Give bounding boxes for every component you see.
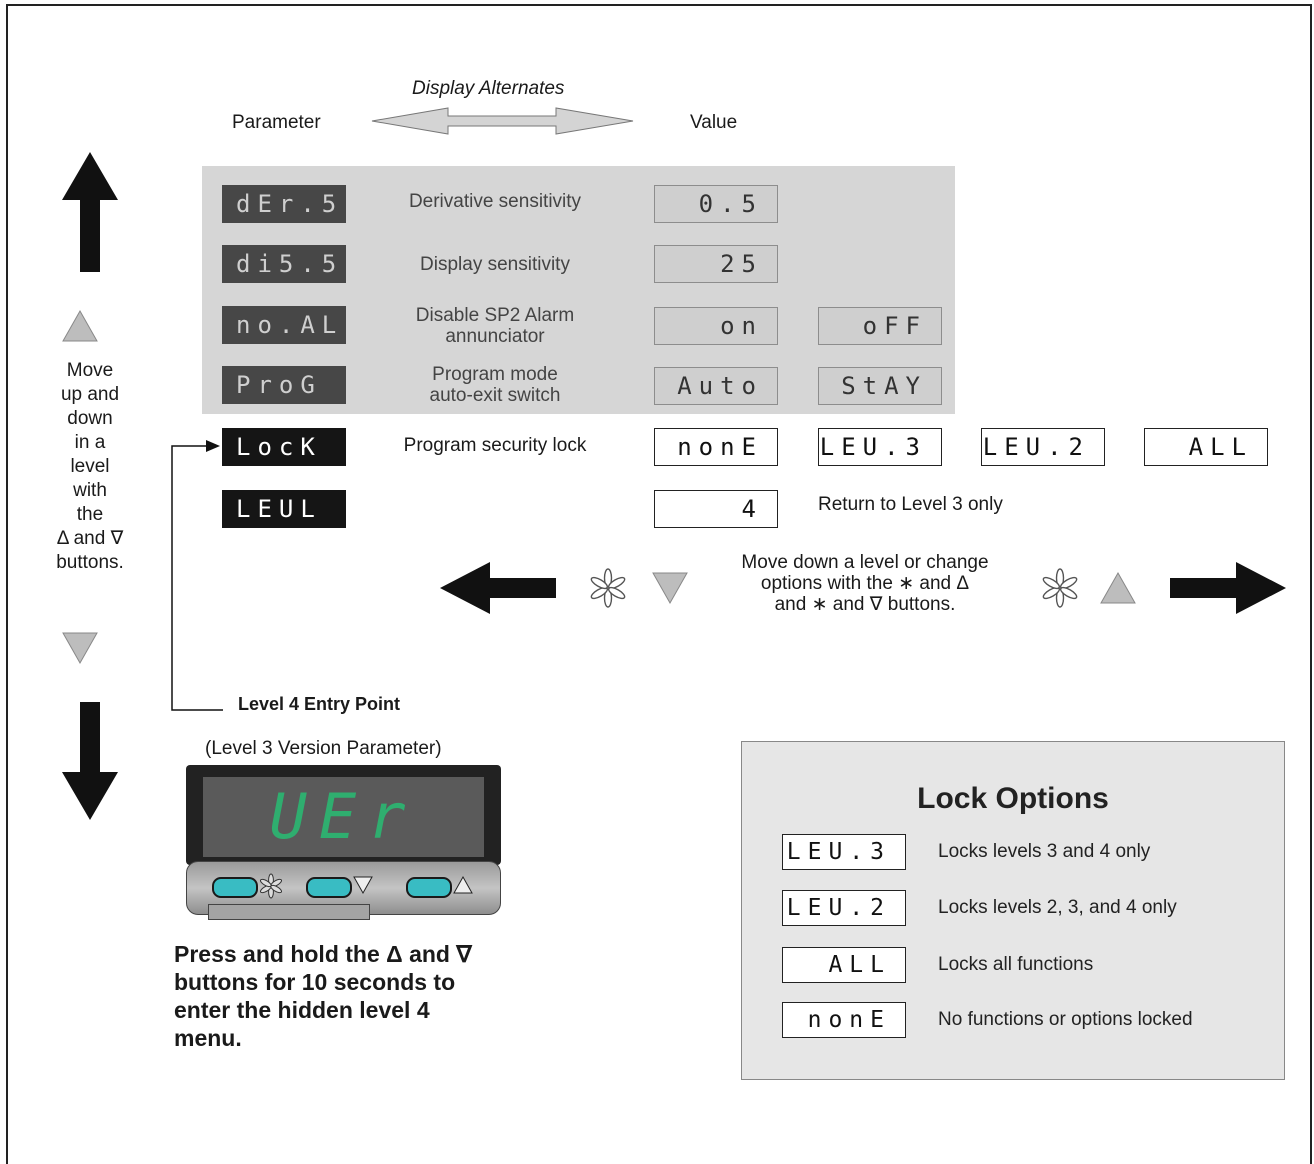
value-lock-lev3: LEU.3: [818, 428, 942, 466]
side-instruction: Move up and down in a level with the Δ a…: [40, 359, 140, 575]
right-arrow-icon: [1170, 562, 1286, 614]
instruction-line: in a: [74, 432, 106, 453]
param-code-prog: ProG: [222, 366, 346, 404]
device-up-button[interactable]: [406, 877, 452, 898]
label-line: Program mode: [432, 364, 558, 385]
device-screen: [203, 777, 484, 857]
up-arrow-icon: [62, 152, 118, 272]
down-triangle-icon: [353, 876, 373, 895]
asterisk-icon: [1042, 568, 1078, 608]
instruction-line: with: [73, 480, 107, 501]
up-triangle-icon: [1100, 571, 1136, 604]
down-arrow-icon: [62, 702, 118, 820]
instruction-line: options with the ∗ and Δ: [760, 573, 970, 594]
value-ders: 0.5: [654, 185, 778, 223]
instruction-line: down: [67, 408, 113, 429]
param-code-diss: di5.5: [222, 245, 346, 283]
lock-options-title: Lock Options: [917, 782, 1109, 815]
down-triangle-icon: [62, 632, 98, 665]
instruction-line: and ∗ and ∇ buttons.: [774, 594, 956, 615]
lock-option-code: LEU.3: [782, 834, 906, 870]
value-heading: Value: [690, 112, 738, 133]
press-instruction: Press and hold the Δ and ∇ buttons for 1…: [174, 940, 574, 1052]
param-code-lock: LocK: [222, 428, 346, 466]
lock-option-code: ALL: [782, 947, 906, 983]
instruction-line: Move: [66, 360, 114, 381]
param-code-leul: LEUL: [222, 490, 346, 528]
device-display-text: UEr: [269, 780, 418, 853]
instruction-line: Press and hold the Δ and ∇: [174, 941, 472, 967]
label-line: Disable SP2 Alarm: [415, 305, 575, 326]
instruction-line: the: [76, 504, 104, 525]
instruction-line: level: [70, 456, 110, 477]
label-line: annunciator: [445, 326, 545, 347]
device-down-button[interactable]: [306, 877, 352, 898]
lock-option-text: No functions or options locked: [938, 1009, 1193, 1030]
lock-option-code: LEU.2: [782, 890, 906, 926]
instruction-line: menu.: [174, 1025, 242, 1051]
down-triangle-icon: [652, 572, 688, 605]
device-asterisk-button[interactable]: [212, 877, 258, 898]
param-code-ders: dEr.5: [222, 185, 346, 223]
param-label-noal: Disable SP2 Alarm annunciator: [370, 305, 620, 347]
return-note: Return to Level 3 only: [818, 494, 1003, 515]
controller-device: UEr: [186, 765, 501, 920]
value-lock-none: nonE: [654, 428, 778, 466]
lock-options-box: Lock Options LEU.3 Locks levels 3 and 4 …: [741, 741, 1285, 1080]
device-label-slot: [208, 904, 370, 920]
entry-connector-line: [171, 440, 223, 711]
param-label-lock: Program security lock: [403, 435, 587, 456]
display-alternates-heading: Display Alternates: [412, 78, 565, 99]
up-triangle-icon: [62, 309, 98, 342]
entry-point-label: Level 4 Entry Point: [238, 694, 401, 714]
param-code-noal: no.AL: [222, 306, 346, 344]
label-line: auto-exit switch: [429, 385, 561, 406]
instruction-line: buttons.: [56, 552, 124, 573]
asterisk-icon: [259, 873, 283, 899]
parameter-heading: Parameter: [232, 112, 321, 133]
up-triangle-icon: [453, 875, 473, 894]
instruction-line: Δ and ∇: [56, 528, 124, 549]
value-lock-all: ALL: [1144, 428, 1268, 466]
left-arrow-icon: [440, 562, 556, 614]
instruction-line: Move down a level or change: [741, 552, 989, 573]
value-noal-off: oFF: [818, 307, 942, 345]
value-noal-on: on: [654, 307, 778, 345]
value-prog-stay: StAY: [818, 367, 942, 405]
param-label-prog: Program mode auto-exit switch: [370, 364, 620, 406]
double-arrow-icon: [371, 107, 634, 135]
lock-option-text: Locks levels 2, 3, and 4 only: [938, 897, 1177, 918]
instruction-line: buttons for 10 seconds to: [174, 969, 456, 995]
value-leul: 4: [654, 490, 778, 528]
asterisk-icon: [590, 568, 626, 608]
param-label-ders: Derivative sensitivity: [408, 191, 582, 212]
value-diss: 25: [654, 245, 778, 283]
version-param-label: (Level 3 Version Parameter): [205, 738, 442, 759]
diagram-frame: [6, 4, 1312, 1164]
move-instruction: Move down a level or change options with…: [700, 552, 1030, 615]
instruction-line: enter the hidden level 4: [174, 997, 430, 1023]
lock-option-text: Locks all functions: [938, 954, 1094, 975]
lock-option-text: Locks levels 3 and 4 only: [938, 841, 1151, 862]
instruction-line: up and: [60, 384, 120, 405]
value-prog-auto: Auto: [654, 367, 778, 405]
lock-option-code: nonE: [782, 1002, 906, 1038]
param-label-diss: Display sensitivity: [420, 254, 570, 275]
value-lock-lev2: LEU.2: [981, 428, 1105, 466]
